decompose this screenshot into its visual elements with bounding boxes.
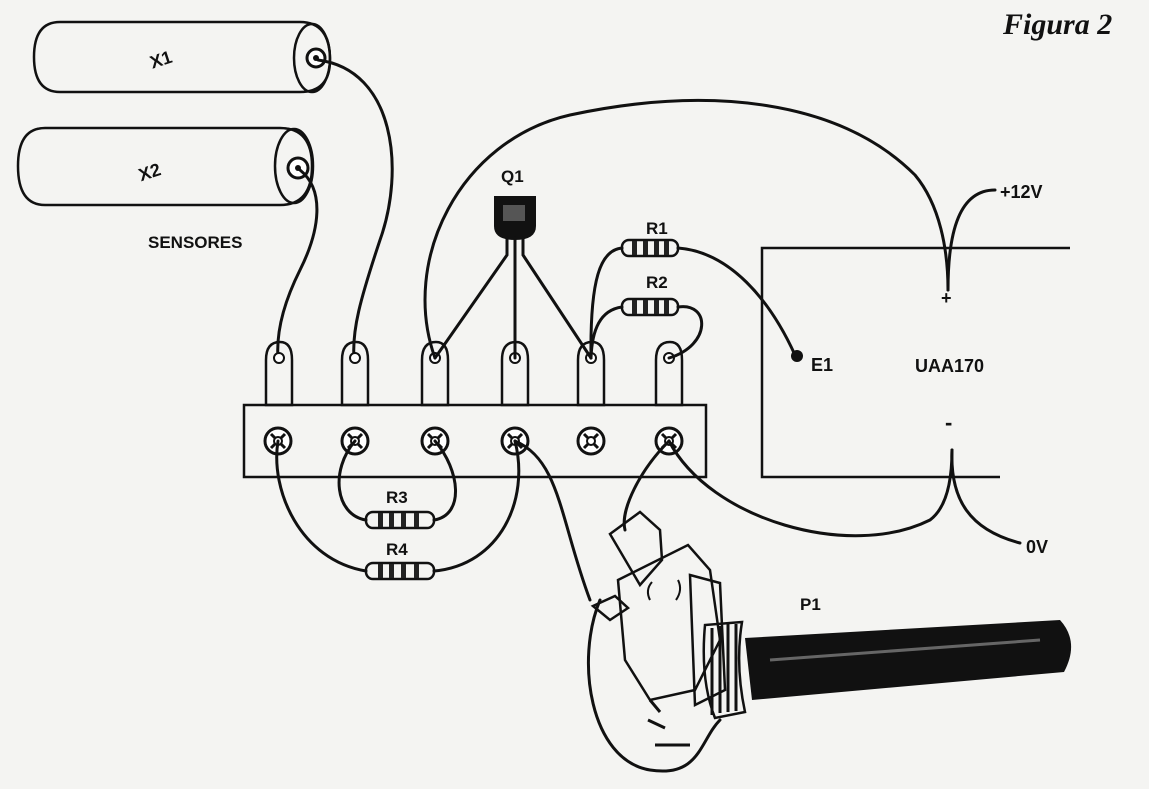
sensor-x2-label: X2 <box>136 159 163 185</box>
r4-label: R4 <box>386 540 408 559</box>
sensor-x1: X1 <box>32 20 332 94</box>
resistor-r3: R3 <box>337 439 457 530</box>
wire-x1 <box>316 58 394 360</box>
ic-minus-sign: - <box>945 410 952 435</box>
resistor-r2: R2 <box>589 273 704 360</box>
wire-lug6-to-ground <box>667 439 954 538</box>
wire-zero <box>950 448 1022 545</box>
p1-label: P1 <box>800 595 821 614</box>
sensors-label: SENSORES <box>148 233 242 252</box>
wire-plus12 <box>946 188 997 292</box>
resistor-r4: R4 <box>275 439 521 581</box>
ic-uaa170: UAA170 E1 + - <box>760 246 1070 479</box>
zero-label: 0V <box>1026 537 1048 557</box>
terminal-strip <box>242 340 708 479</box>
r1-label: R1 <box>646 219 668 238</box>
resistor-r1: R1 <box>589 219 797 360</box>
r3-label: R3 <box>386 488 408 507</box>
e1-label: E1 <box>811 355 833 375</box>
potentiometer-p1: P1 <box>513 439 1072 773</box>
wire-lug3-to-ic <box>423 99 950 360</box>
sensor-x1-label: X1 <box>147 47 174 73</box>
ic-plus-sign: + <box>941 288 952 308</box>
plus12-label: +12V <box>1000 182 1043 202</box>
sensor-x2: X2 <box>16 126 315 207</box>
wire-x2 <box>276 168 319 360</box>
transistor-q1: Q1 <box>433 167 593 360</box>
figure-label: Figura 2 <box>1002 8 1112 41</box>
terminal-screw <box>576 426 606 456</box>
r2-label: R2 <box>646 273 668 292</box>
ic-label: UAA170 <box>915 356 984 376</box>
q1-label: Q1 <box>501 167 524 186</box>
